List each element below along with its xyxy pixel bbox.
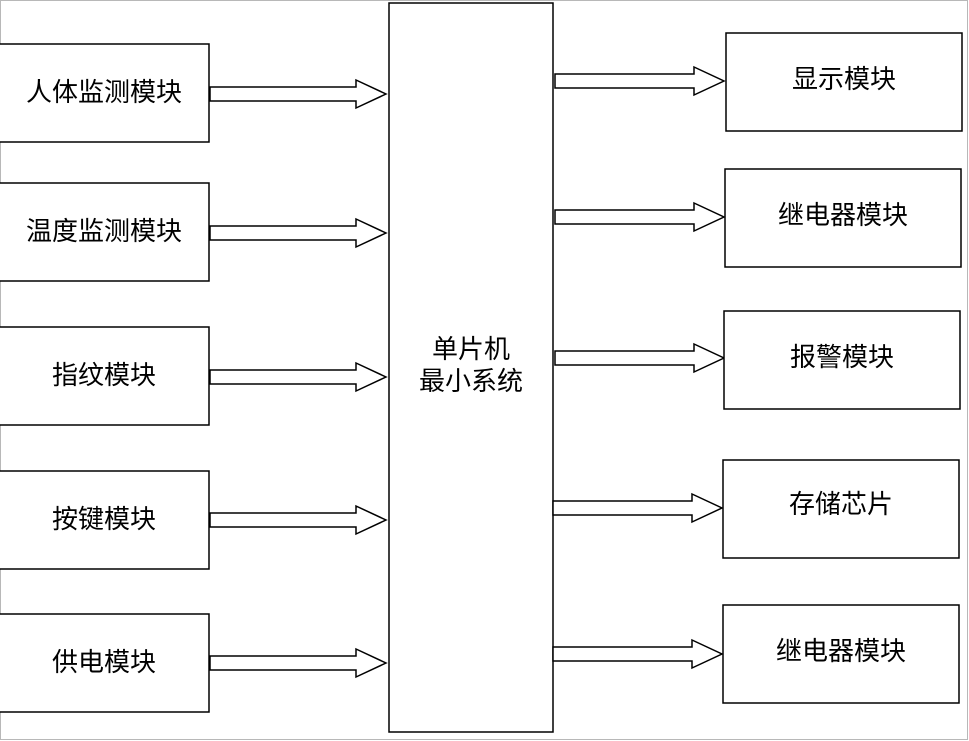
input-box bbox=[0, 470, 210, 570]
output-label: 显示模块 bbox=[792, 65, 896, 95]
output-label: 报警模块 bbox=[790, 343, 894, 373]
input-module-power: 供电模块 bbox=[0, 613, 210, 713]
output-box bbox=[724, 168, 962, 268]
output-label: 继电器模块 bbox=[776, 637, 906, 667]
output-module-alarm: 报警模块 bbox=[723, 310, 961, 410]
input-module-keys: 按键模块 bbox=[0, 470, 210, 570]
output-box bbox=[723, 310, 961, 410]
output-arrow bbox=[554, 201, 726, 233]
input-arrow bbox=[209, 647, 388, 679]
input-label: 按键模块 bbox=[52, 505, 156, 535]
input-arrow bbox=[209, 361, 388, 393]
output-box bbox=[722, 604, 960, 704]
input-label: 指纹模块 bbox=[52, 361, 156, 391]
input-module-temperature: 温度监测模块 bbox=[0, 182, 210, 282]
output-arrow bbox=[554, 342, 726, 374]
output-module-display: 显示模块 bbox=[725, 32, 963, 132]
mcu-minimum-system: 单片机 最小系统 bbox=[388, 2, 554, 733]
input-arrow bbox=[209, 504, 388, 536]
output-arrow bbox=[552, 638, 724, 670]
input-arrow bbox=[209, 217, 388, 249]
input-label: 供电模块 bbox=[52, 648, 156, 678]
mcu-label-line2: 最小系统 bbox=[419, 367, 523, 397]
output-module-storage-chip: 存储芯片 bbox=[722, 459, 960, 559]
input-module-fingerprint: 指纹模块 bbox=[0, 326, 210, 426]
input-label: 温度监测模块 bbox=[26, 217, 182, 247]
input-box bbox=[0, 613, 210, 713]
output-arrow bbox=[552, 492, 724, 524]
output-box bbox=[725, 32, 963, 132]
input-arrow bbox=[209, 78, 388, 110]
output-arrow bbox=[554, 65, 726, 97]
output-module-relay-2: 继电器模块 bbox=[722, 604, 960, 704]
output-module-relay-1: 继电器模块 bbox=[724, 168, 962, 268]
input-label: 人体监测模块 bbox=[26, 78, 182, 108]
input-module-human-detection: 人体监测模块 bbox=[0, 43, 210, 143]
mcu-box bbox=[388, 2, 554, 733]
mcu-label-line1: 单片机 bbox=[432, 335, 510, 365]
output-label: 继电器模块 bbox=[778, 201, 908, 231]
input-box bbox=[0, 326, 210, 426]
input-box bbox=[0, 182, 210, 282]
output-label: 存储芯片 bbox=[789, 490, 893, 520]
input-box bbox=[0, 43, 210, 143]
output-box bbox=[722, 459, 960, 559]
